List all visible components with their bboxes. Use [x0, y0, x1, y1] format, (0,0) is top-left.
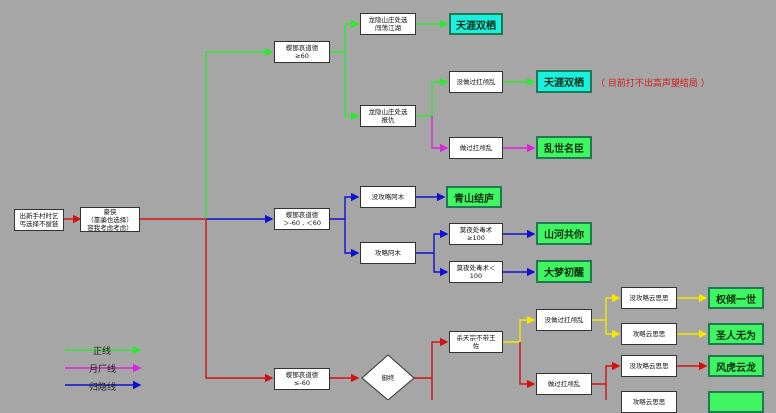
ending-shanhe: 山河共你: [536, 222, 592, 245]
ending-luanshi: 乱世名臣: [536, 136, 592, 159]
ending-dameng: 大梦初醒: [536, 260, 592, 283]
ending-quanqing: 权倾一世: [708, 287, 764, 309]
no-tie-node-2: 没做过扛颅乱: [536, 309, 592, 331]
ending-fenghu: 风虎云龙: [708, 355, 764, 377]
decision-diamond: [361, 354, 415, 400]
gongliu-node: 攻略阿木: [360, 242, 416, 264]
no-tie-node: 没做过扛颅乱: [449, 71, 503, 93]
karma-high-node: 蝶鄧哀道德 ≥60: [274, 41, 330, 63]
ending-bottom: [708, 391, 764, 413]
connector-lines: [64, 19, 708, 400]
did-tie-node-2: 做过扛颅乱: [536, 373, 592, 395]
poison-high-node: 莫夜处毒术 ≥100: [449, 223, 503, 245]
legend-guiyin-line: 归隐线: [89, 383, 117, 393]
note-text: （ 目前打不出高声望结局 ）: [596, 79, 710, 89]
karma-mid-node: 蝶鄧哀道德 ＞-60 , ＜60: [274, 208, 330, 230]
ending-shengren: 圣人无为: [708, 323, 764, 345]
poison-low-node: 莫夜处毒术＜ 100: [449, 261, 503, 283]
flowchart-canvas: 出新手村时乞 丐选择不拔链 豪侠 （靠骗也选择） 容我考虑考虑） 蝶鄧哀道德 ≥…: [14, 13, 764, 413]
yun-node-2: 攻略云思思: [621, 391, 677, 413]
no-yun-node: 没攻略云思思: [621, 287, 677, 309]
no-gongliu-node: 没攻略阿木: [360, 186, 416, 208]
kill-without-wang-node: 杀天宗不带王 佐: [449, 331, 503, 353]
legend-yuechang-line: 月厂线: [89, 365, 117, 375]
start-node: 出新手村时乞 丐选择不拔链: [14, 209, 64, 231]
ending-tianya-1: 天涯双栖: [449, 13, 503, 35]
ending-qingshan: 青山结庐: [446, 186, 502, 208]
longyin-revenge-node: 龙隐山庄处选 报仇: [360, 105, 416, 127]
ending-tianya-2: 天涯双栖: [536, 70, 592, 93]
diamond-label: 御终: [381, 374, 395, 382]
longyin-wander-node: 龙隐山庄处选 闯荡江湖: [360, 13, 416, 35]
yun-node: 攻略云思思: [621, 323, 677, 345]
qiaoxia-node: 豪侠 （靠骗也选择） 容我考虑考虑）: [80, 207, 140, 232]
karma-low-node: 蝶鄧哀道德 ≤-60: [274, 368, 330, 390]
no-yun-node-2: 没攻略云思思: [621, 355, 677, 377]
did-tie-node: 做过扛颅乱: [449, 137, 503, 159]
legend-main-line: 正线: [93, 347, 112, 357]
